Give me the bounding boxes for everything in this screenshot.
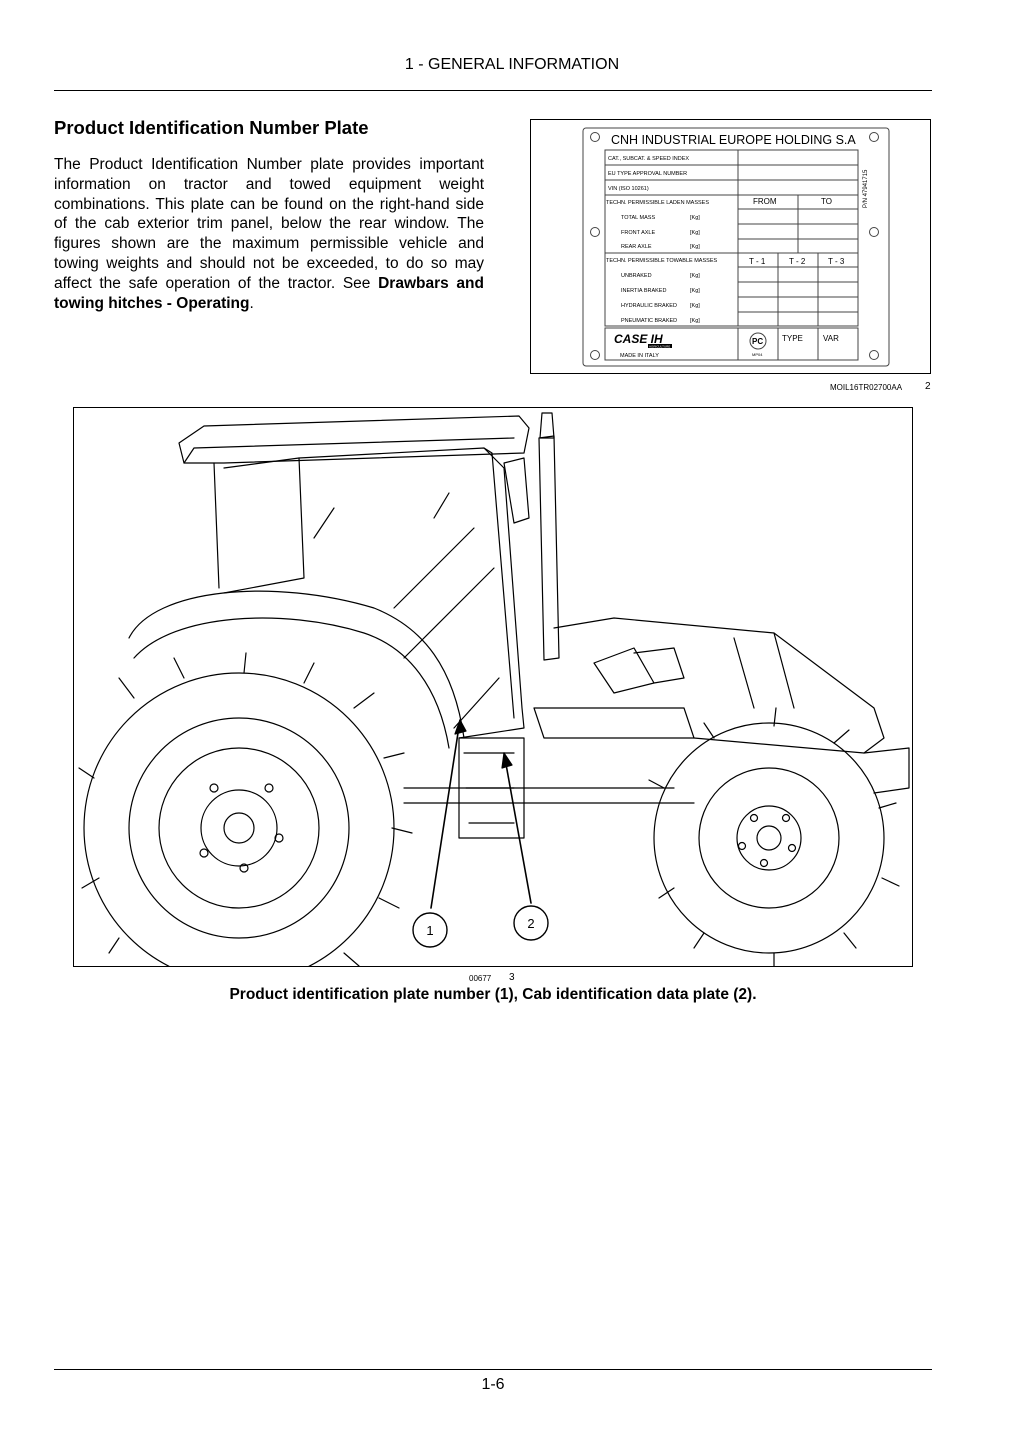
svg-text:CASE IH: CASE IH — [614, 332, 663, 346]
laden-row-unit: [Kg] — [690, 244, 700, 250]
laden-row-label: REAR AXLE — [621, 244, 652, 250]
figure3-number: 3 — [509, 972, 515, 983]
laden-row-unit: [Kg] — [690, 230, 700, 236]
body-text: The Product Identification Number plate … — [54, 156, 484, 292]
towable-col: T - 1 — [749, 257, 766, 266]
towable-row-label: HYDRAULIC BRAKED — [621, 303, 677, 309]
towable-col: T - 3 — [828, 257, 845, 266]
laden-row-label: TOTAL MASS — [621, 215, 655, 221]
var-label: VAR — [823, 334, 839, 343]
figure-caption: Product identification plate number (1),… — [229, 986, 757, 1003]
body-end: . — [249, 294, 254, 312]
laden-row-unit: [Kg] — [690, 215, 700, 221]
plate-figure: CNH INDUSTRIAL EUROPE HOLDING S.A P/N 47… — [530, 119, 931, 374]
figure2-number: 2 — [925, 381, 931, 392]
plate-company: CNH INDUSTRIAL EUROPE HOLDING S.A — [611, 133, 856, 147]
towable-row-label: INERTIA BRAKED — [621, 288, 666, 294]
tractor-figure: 1 2 — [73, 407, 913, 967]
plate-drawing: CNH INDUSTRIAL EUROPE HOLDING S.A P/N 47… — [582, 127, 890, 367]
certification-mark-icon: PC MP04 — [749, 332, 767, 357]
towable-row-label: UNBRAKED — [621, 273, 652, 279]
towable-row-unit: [Kg] — [690, 318, 700, 324]
footer-rule — [54, 1369, 932, 1370]
laden-title: TECHN. PERMISSIBLE LADEN MASSES — [606, 200, 709, 206]
towable-row-unit: [Kg] — [690, 303, 700, 309]
section-header: 1 - GENERAL INFORMATION — [404, 56, 620, 73]
plate-row-label: VIN (ISO 10261) — [608, 186, 649, 192]
towable-row-unit: [Kg] — [690, 288, 700, 294]
laden-col-to: TO — [821, 197, 832, 206]
towable-row-unit: [Kg] — [690, 273, 700, 279]
type-label: TYPE — [782, 334, 803, 343]
made-in: MADE IN ITALY — [620, 353, 659, 359]
plate-row-label: CAT., SUBCAT. & SPEED INDEX — [608, 156, 689, 162]
towable-row-label: PNEUMATIC BRAKED — [621, 318, 677, 324]
logo-sub: AGRICULTURE — [649, 344, 670, 348]
page-number: 1-6 — [481, 1376, 505, 1393]
laden-row-label: FRONT AXLE — [621, 230, 655, 236]
plate-part-number: P/N 47941715 — [863, 169, 869, 208]
header-rule — [54, 90, 932, 91]
towable-col: T - 2 — [789, 257, 806, 266]
figure2-ref: MOIL16TR02700AA — [830, 383, 903, 392]
body-paragraph: The Product Identification Number plate … — [54, 155, 484, 313]
towable-title: TECHN. PERMISSIBLE TOWABLE MASSES — [606, 258, 717, 264]
svg-text:MP04: MP04 — [752, 352, 763, 357]
figure3-ref: 00677 — [469, 974, 492, 983]
callout-2: 2 — [527, 916, 534, 931]
callout-1: 1 — [426, 923, 433, 938]
laden-col-from: FROM — [753, 197, 777, 206]
svg-text:PC: PC — [752, 337, 763, 346]
tractor-drawing: 1 2 — [78, 412, 910, 966]
case-ih-logo: CASE IH AGRICULTURE — [614, 332, 672, 348]
cross-reference-link[interactable]: Drawbars and towing hitches - Operating — [54, 274, 484, 312]
plate-row-label: EU TYPE APPROVAL NUMBER — [608, 171, 687, 177]
page-title: Product Identification Number Plate — [54, 117, 369, 138]
